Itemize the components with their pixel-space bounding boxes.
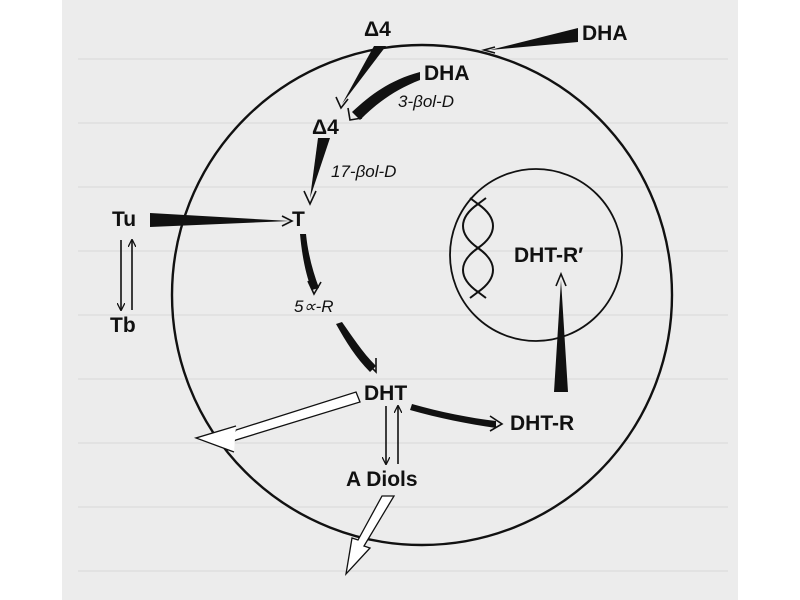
arrow-delta4-to-t [304,138,330,204]
arrow-t-to-5a-r [300,234,321,294]
label-enzyme-3-bol-d: 3-βol-D [398,92,454,112]
dna-helix-icon [463,198,493,298]
label-delta4-intracellular: Δ4 [312,116,339,140]
label-enzyme-17-bol-d: 17-βol-D [331,162,396,182]
label-delta4-extracellular: Δ4 [364,18,391,42]
arrow-5a-r-to-dht [336,322,376,372]
label-enzyme-5a-r: 5∝-R [294,297,334,317]
arrow-tu-to-t [150,213,292,227]
arrow-dht-to-dht-r [410,404,502,431]
arrow-dht-adiols-equilibrium [386,406,398,464]
cell-membrane [172,45,672,545]
label-dha-extracellular: DHA [582,22,628,46]
label-tu: Tu [112,208,136,232]
arrow-dha-to-delta4 [484,28,578,53]
hollow-arrow-dht-efflux [196,392,360,452]
label-dht: DHT [364,382,407,406]
arrow-tu-tb-equilibrium [121,240,132,310]
label-t: T [292,208,305,232]
label-dha-intracellular: DHA [424,62,470,86]
label-tb: Tb [110,314,136,338]
label-dht-r-prime: DHT-R′ [514,244,583,268]
label-dht-r: DHT-R [510,412,574,436]
arrow-dht-r-to-nucleus [554,274,568,392]
label-a-diols: A Diols [346,468,418,492]
